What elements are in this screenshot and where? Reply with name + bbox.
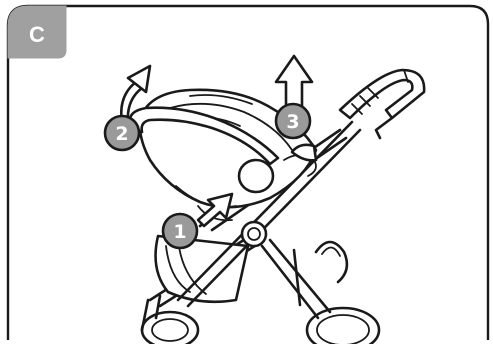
step-label-tab: C: [7, 5, 67, 59]
rear-wheel: [305, 306, 381, 344]
callout-2: 2: [103, 114, 141, 152]
lift-up-arrow: [274, 54, 314, 110]
step-label: C: [29, 22, 45, 47]
callout-3: 3: [274, 102, 312, 140]
callout-2-number: 2: [115, 123, 128, 145]
front-wheel: [140, 294, 200, 344]
stroller-drawing: [140, 68, 426, 344]
rear-wheel-back: [314, 240, 349, 284]
callout-1-number: 1: [173, 221, 186, 243]
callout-3-number: 3: [286, 111, 299, 133]
press-release-arrow: [196, 192, 234, 228]
callout-1: 1: [161, 212, 199, 250]
car-seat: [128, 88, 318, 222]
